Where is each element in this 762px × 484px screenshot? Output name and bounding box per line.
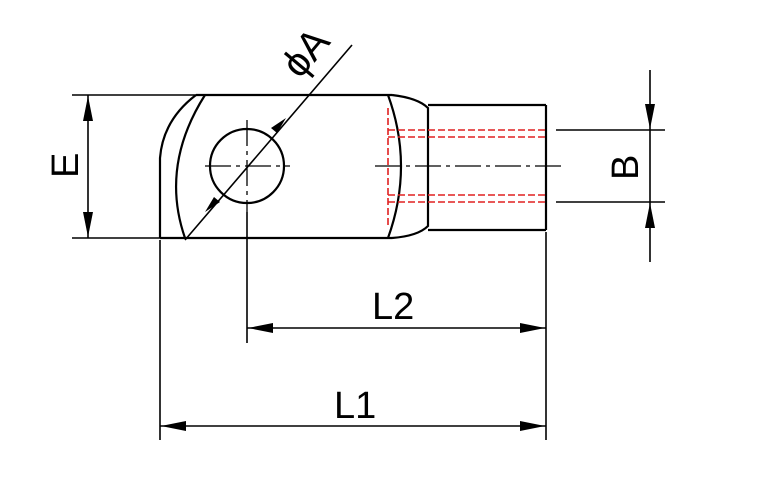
dimension-l1 (159, 240, 547, 440)
diameter-arrow-lower (205, 197, 220, 212)
dimension-b (556, 70, 665, 262)
label-phi-a: ϕA (273, 20, 338, 86)
dimension-l2 (246, 212, 547, 343)
dimension-e (72, 94, 196, 239)
hidden-bore-lines (387, 108, 546, 228)
diameter-arrow-upper (271, 118, 286, 133)
label-l1: L1 (334, 385, 376, 427)
label-l2: L2 (372, 286, 414, 328)
diameter-a-dimension (184, 44, 353, 241)
l1-arrow-right (520, 421, 545, 431)
l1-arrow-left (161, 421, 186, 431)
label-e: E (45, 153, 87, 178)
l2-arrow-right (520, 323, 545, 333)
label-b: B (605, 155, 647, 180)
l2-arrow-left (248, 323, 273, 333)
e-arrow-bottom (83, 212, 93, 237)
center-lines (205, 120, 562, 212)
b-arrow-bottom (645, 203, 655, 228)
e-arrow-top (83, 96, 93, 121)
b-arrow-top (645, 104, 655, 129)
